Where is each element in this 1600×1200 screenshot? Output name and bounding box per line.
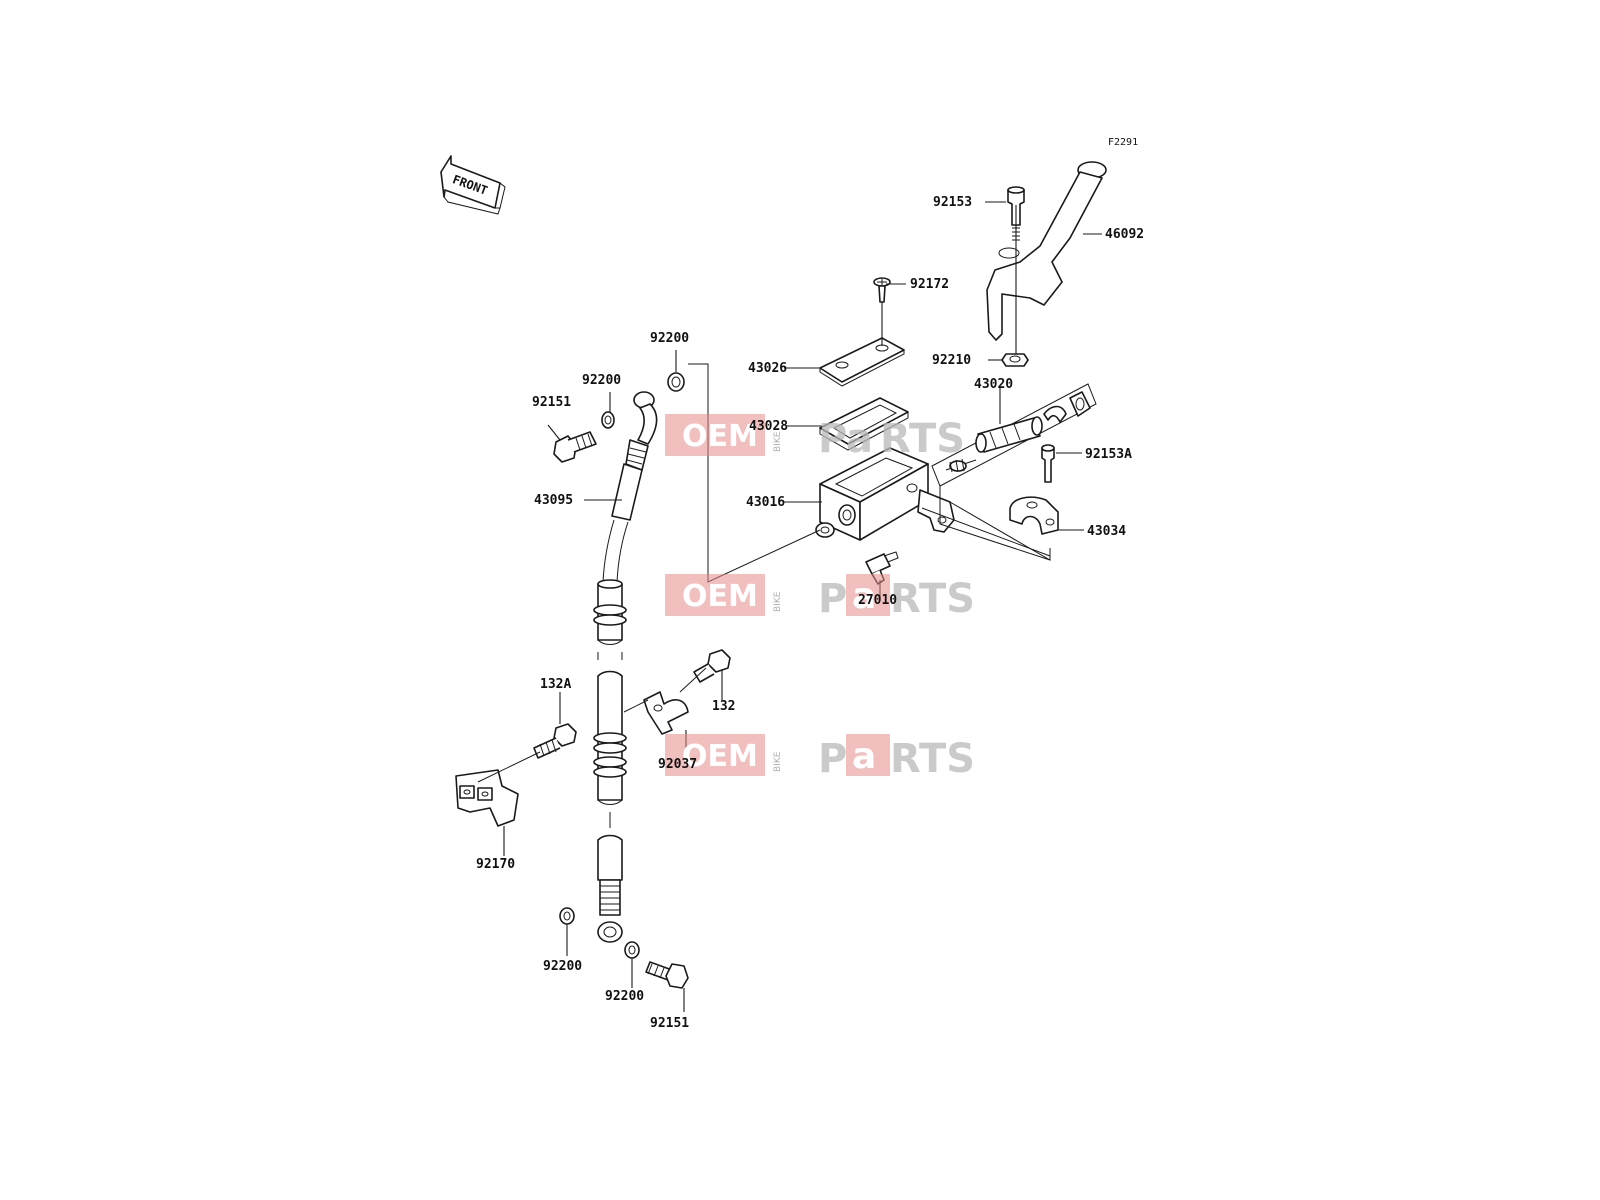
part-label-92170: 92170 [476,857,515,872]
banjo-bolt-92151-bottom [645,961,689,989]
svg-text:BIKE: BIKE [773,431,783,452]
hose-lower-sections [593,579,627,943]
master-cylinder-43016 [815,447,955,541]
svg-text:P: P [818,736,847,782]
svg-text:BIKE: BIKE [773,591,783,612]
nut-92210 [1001,353,1029,367]
svg-text:P: P [818,416,847,462]
front-arrow-icon: FRONT [440,155,506,215]
part-label-92200: 92200 [543,959,582,974]
svg-text:BIKE: BIKE [773,751,783,772]
reservoir-cap-43026 [819,337,905,387]
svg-text:P: P [818,576,847,622]
clamp-92170 [455,769,519,827]
svg-text:a: a [846,416,873,462]
diaphragm-43028 [819,397,909,451]
part-label-92172: 92172 [910,277,949,292]
svg-text:OEM: OEM [682,419,758,454]
washer-92200-top [667,372,685,392]
part-label-92210: 92210 [932,353,971,368]
holder-43034 [1009,496,1059,535]
part-label-92200: 92200 [605,989,644,1004]
part-label-92151: 92151 [532,395,571,410]
leader-lines [477,201,1102,1012]
bolt-132 [693,649,731,683]
part-label-92151: 92151 [650,1016,689,1031]
part-label-43026: 43026 [748,361,787,376]
part-label-43020: 43020 [974,377,1013,392]
part-label-43095: 43095 [534,493,573,508]
brake-lever [986,161,1107,341]
piston-kit-43020 [931,383,1097,561]
part-label-92200: 92200 [582,373,621,388]
part-label-27010: 27010 [858,593,897,608]
part-label-92200: 92200 [650,331,689,346]
svg-text:RTS: RTS [880,416,965,462]
watermark: OEM BIKE P a RTS [665,574,975,622]
clamp-92037 [643,691,689,735]
watermark: OEM BIKE P a RTS [665,734,975,782]
svg-text:a: a [852,576,876,617]
svg-text:RTS: RTS [890,736,975,782]
part-label-43028: 43028 [749,419,788,434]
part-label-43034: 43034 [1087,524,1126,539]
part-label-46092: 46092 [1105,227,1144,242]
svg-text:a: a [852,736,876,777]
svg-text:OEM: OEM [682,579,758,614]
part-label-92153A: 92153A [1085,447,1132,462]
bolt-92153A [1041,444,1055,483]
brake-hose-43095 [602,391,658,583]
banjo-bolt-92151-top [553,431,597,463]
svg-text:RTS: RTS [890,576,975,622]
washer-92200-mid [601,411,615,429]
figure-code: F2291 [1108,137,1138,148]
part-label-92037: 92037 [658,757,697,772]
svg-text:OEM: OEM [682,739,758,774]
screw-92172 [873,277,891,303]
part-label-132: 132 [712,699,735,714]
bolt-132A [533,723,577,759]
part-label-43016: 43016 [746,495,785,510]
washer-92200-br [624,941,640,959]
part-label-132A: 132A [540,677,571,692]
watermark: OEM BIKE P RTS a [665,414,965,462]
washer-92200-bl [559,907,575,925]
part-label-92153: 92153 [933,195,972,210]
